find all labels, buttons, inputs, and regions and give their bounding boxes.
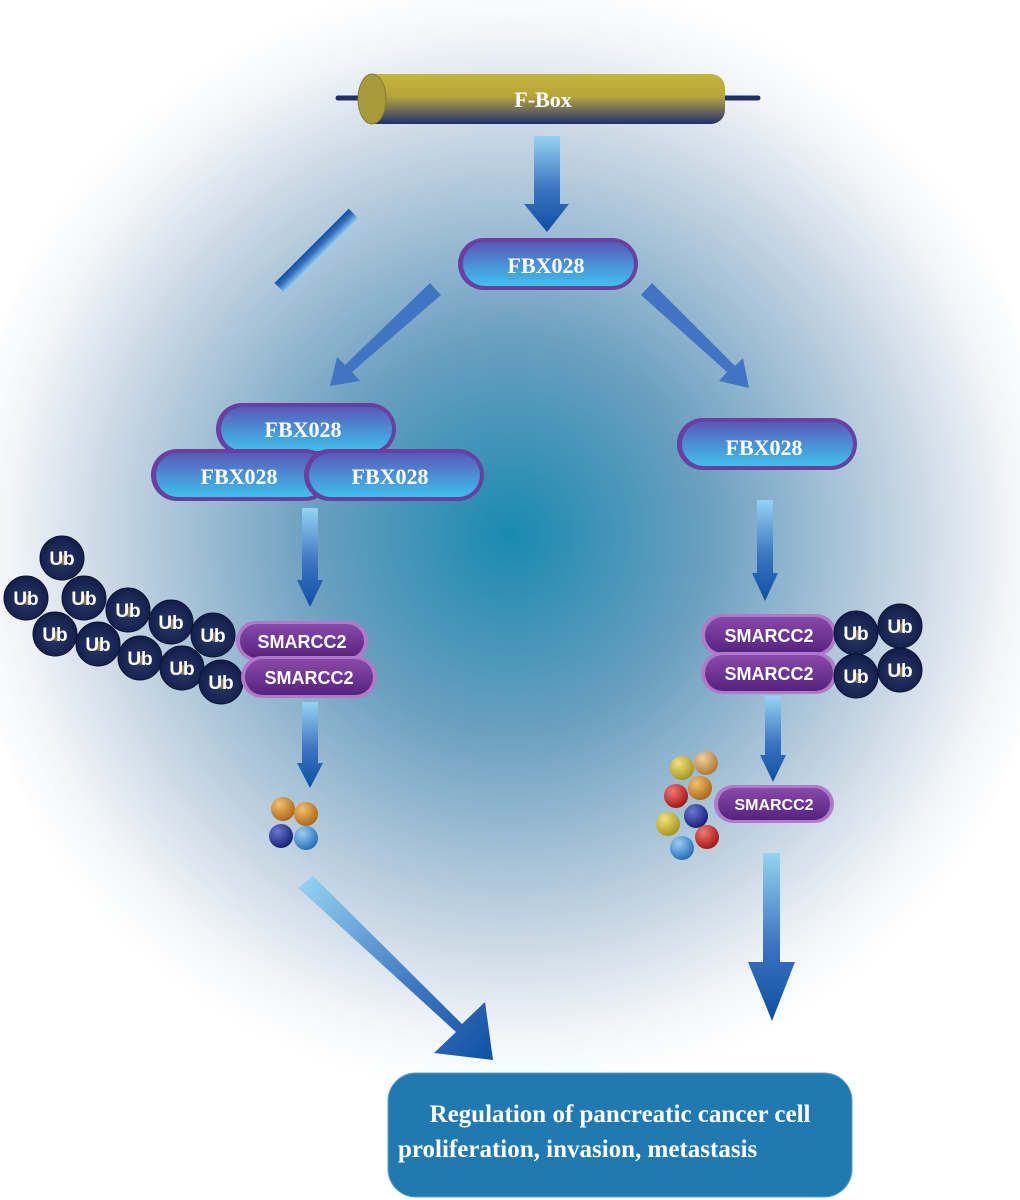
ub-label: Ub <box>200 626 225 647</box>
ubiquitin-ball: Ub <box>198 659 244 705</box>
fbx028-label: FBX028 <box>265 417 342 442</box>
arrow-to-outcome-left-icon <box>298 876 493 1060</box>
ub-label: Ub <box>49 549 74 570</box>
fbx028-trimer: FBX028 FBX028 FBX028 <box>151 403 484 501</box>
arrow-down-icon <box>760 696 786 782</box>
fragment-ball <box>294 826 318 850</box>
cell-background <box>0 0 1020 1135</box>
degraded-fragments-right <box>656 751 719 860</box>
ub-label: Ub <box>158 613 183 634</box>
fragment-ball <box>670 756 694 780</box>
smarcc2-pair-left: SMARCC2 SMARCC2 <box>236 621 377 698</box>
arrow-down-icon <box>524 136 569 232</box>
outcome-line-1: Regulation of pancreatic cancer cell <box>430 1101 811 1128</box>
ub-label: Ub <box>887 661 912 682</box>
ubiquitin-ball: Ub <box>117 635 163 681</box>
ub-label: Ub <box>208 673 233 694</box>
fragment-ball <box>294 802 318 826</box>
smarcc2-pair-right: SMARCC2 SMARCC2 <box>701 614 837 694</box>
ub-label: Ub <box>843 624 868 645</box>
ubiquitin-ball: Ub <box>39 535 85 581</box>
arrow-diag-left-icon <box>330 283 441 386</box>
fragment-ball <box>695 825 719 849</box>
smarcc2-label: SMARCC2 <box>264 668 353 688</box>
arrow-diag-right-icon <box>641 283 749 388</box>
ub-label: Ub <box>85 635 110 656</box>
ub-label: Ub <box>169 659 194 680</box>
ubiquitin-ball: Ub <box>877 647 923 693</box>
smarcc2-label: SMARCC2 <box>734 797 813 814</box>
ubiquitin-ball: Ub <box>877 603 923 649</box>
smarcc2-label: SMARCC2 <box>724 626 813 646</box>
ub-label: Ub <box>115 601 140 622</box>
ub-label: Ub <box>13 589 38 610</box>
ub-label: Ub <box>127 649 152 670</box>
degraded-fragments-left <box>269 797 318 850</box>
fbox-cylinder: F-Box <box>335 73 761 125</box>
arrow-down-icon <box>297 702 323 788</box>
ubiquitin-ball: Ub <box>3 575 49 621</box>
fragment-ball <box>269 824 293 848</box>
ubiquitin-ball: Ub <box>159 645 205 691</box>
arrow-down-icon <box>752 500 778 601</box>
smarcc2-label: SMARCC2 <box>257 632 346 652</box>
fbx028-top: FBX028 <box>458 238 638 290</box>
ub-label: Ub <box>843 667 868 688</box>
ubiquitin-ball: Ub <box>32 611 78 657</box>
fragment-ball <box>694 751 718 775</box>
arrow-down-icon <box>297 508 323 607</box>
ubiquitin-ball: Ub <box>833 653 879 699</box>
ubiquitin-ball: Ub <box>105 587 151 633</box>
arrow-down-left-icon <box>274 208 359 293</box>
fbx028-label: FBX028 <box>201 464 278 489</box>
ubiquitin-ball: Ub <box>833 610 879 656</box>
ub-label: Ub <box>42 625 67 646</box>
arrow-to-outcome-right-icon <box>748 853 795 1021</box>
ub-label: Ub <box>887 617 912 638</box>
fragment-ball <box>688 776 712 800</box>
fragment-ball <box>670 836 694 860</box>
fbx028-label: FBX028 <box>352 464 429 489</box>
smarcc2-label: SMARCC2 <box>724 664 813 684</box>
ubiquitin-ball: Ub <box>148 599 194 645</box>
fragment-ball <box>684 804 708 828</box>
outcome-box: Regulation of pancreatic cancer cell pro… <box>387 1072 853 1198</box>
ub-label: Ub <box>71 589 96 610</box>
ubiquitin-ball: Ub <box>61 575 107 621</box>
ubiquitin-ball: Ub <box>75 621 121 667</box>
fbx028-label: FBX028 <box>508 253 585 278</box>
fbx028-monomer: FBX028 <box>677 418 857 470</box>
fragment-ball <box>664 784 688 808</box>
fragment-ball <box>271 797 295 821</box>
fragment-ball <box>656 812 680 836</box>
fbox-label: F-Box <box>514 87 571 112</box>
fbx028-label: FBX028 <box>726 435 803 460</box>
smarcc2-released: SMARCC2 <box>714 785 834 823</box>
outcome-line-2: proliferation, invasion, metastasis <box>398 1136 758 1163</box>
ubiquitin-ball: Ub <box>190 612 236 658</box>
